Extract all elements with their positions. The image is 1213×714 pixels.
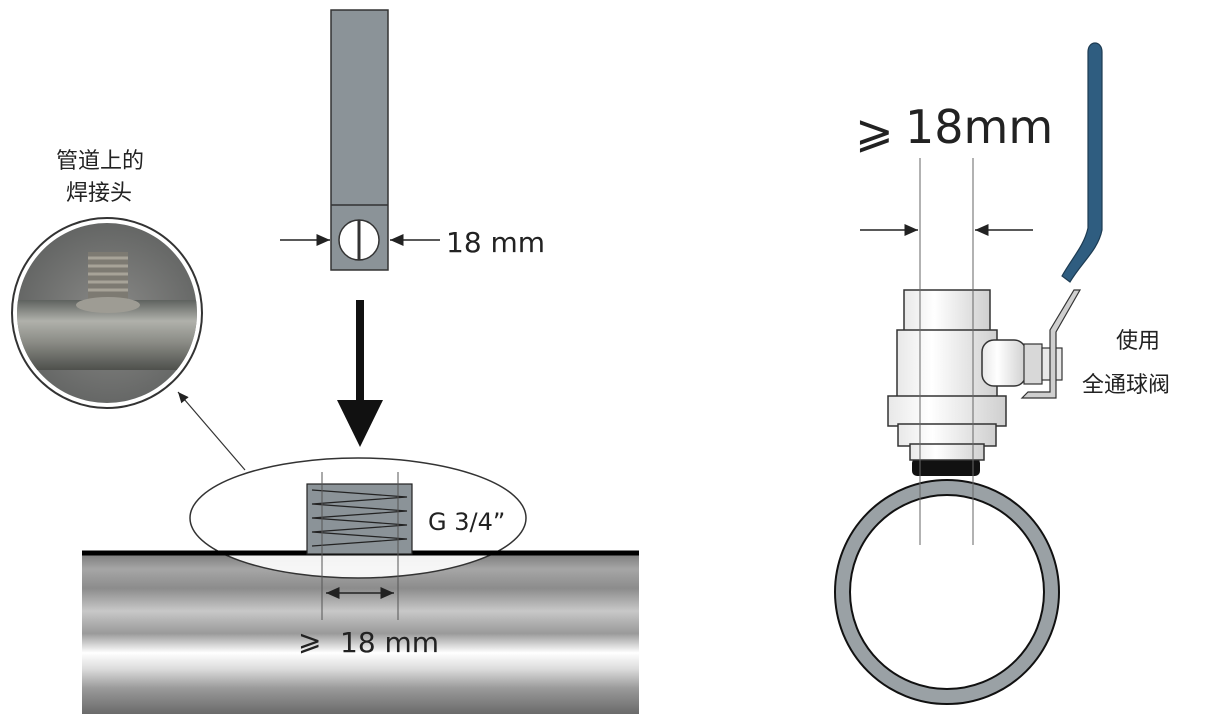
pipe-body	[82, 553, 639, 714]
ball-valve	[887, 289, 1063, 461]
valve-label-line2: 全通球阀	[1082, 373, 1170, 398]
magnifier-leader-line	[177, 391, 246, 471]
valve-gasket	[912, 458, 980, 476]
right-figure: ⩾ 18mm	[834, 42, 1170, 705]
weld-label-line1: 管道上的	[56, 149, 144, 174]
min-symbol-right: ⩾	[855, 104, 894, 158]
min-symbol-left: ⩾	[298, 624, 321, 657]
valve-handle	[1020, 42, 1103, 399]
probe-rod	[330, 9, 389, 271]
probe-dimension-label: 18 mm	[446, 226, 545, 259]
left-figure: 管道上的 焊接头 18 mm	[11, 9, 639, 714]
min-valve-bore-label: 18mm	[905, 100, 1053, 154]
weld-label-line2: 焊接头	[66, 181, 132, 206]
thread-size-label: G 3/4”	[428, 508, 505, 536]
valve-label-line1: 使用	[1116, 329, 1160, 354]
weld-photo-magnifier	[11, 217, 203, 409]
min-bore-dimension-label: 18 mm	[340, 626, 439, 659]
pipe-cross-section	[834, 479, 1060, 705]
insert-direction-arrow	[337, 300, 383, 447]
threaded-fitting	[306, 483, 413, 555]
